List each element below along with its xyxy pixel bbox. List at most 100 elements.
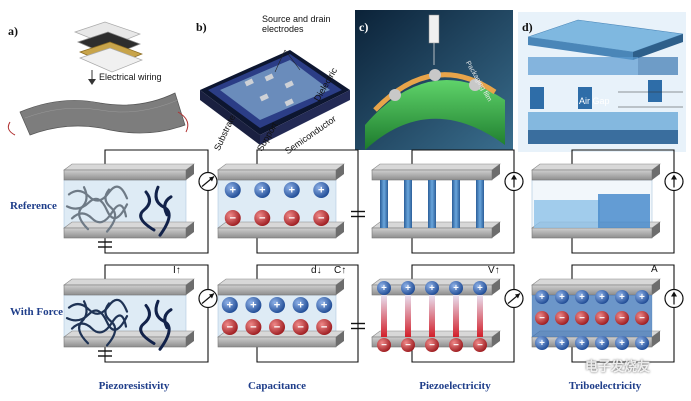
capacitance-with-force-circuit-wire: [256, 264, 359, 363]
watermark: 电子发烧友: [585, 360, 651, 375]
triboelectricity-reference-dielectric-block: [534, 200, 600, 228]
svg-text:−: −: [477, 340, 483, 351]
svg-text:−: −: [259, 213, 266, 225]
svg-text:−: −: [453, 340, 459, 351]
piezoresistivity-reference-top-plate: [63, 163, 195, 181]
svg-text:−: −: [579, 313, 585, 324]
piezoelectricity-reference-top-plate: [371, 163, 501, 181]
capacitance-with-force-positive-charge: +: [269, 297, 285, 313]
triboelectricity-with-force-ammeter-icon: [664, 288, 684, 309]
piezoresistivity-reference-circuit-wire: [104, 149, 209, 254]
triboelectricity-with-force-positive-charge: +: [615, 290, 629, 304]
triboelectricity-reference-top-plate: [531, 163, 661, 181]
piezoelectricity-with-force-negative-charge: −: [377, 338, 391, 352]
capacitance-with-force-positive-charge: +: [316, 297, 333, 313]
triboelectricity-with-force-negative-charge: −: [595, 311, 609, 325]
svg-text:−: −: [559, 313, 565, 324]
svg-text:+: +: [259, 185, 266, 197]
svg-text:−: −: [619, 313, 625, 324]
triboelectricity-with-force-positive-charge: +: [595, 336, 609, 350]
piezoelectricity-reference-piezo-pillar: [476, 180, 484, 228]
capacitance-with-force-negative-charge: −: [292, 319, 309, 335]
piezoresistivity-reference-conductive-network: [65, 185, 173, 237]
capacitance-with-force-positive-charge: +: [221, 297, 238, 313]
piezoelectricity-with-force-piezo-pillar: [453, 295, 459, 337]
piezoelectricity-with-force-voltmeter-icon: [504, 288, 524, 309]
triboelectricity-reference-dielectric-block: [598, 194, 650, 228]
svg-text:+: +: [250, 300, 257, 312]
panel-b-figure: [200, 49, 350, 145]
capacitance-with-force-negative-charge: −: [269, 319, 285, 335]
triboelectricity-reference-ammeter-icon: [664, 171, 684, 192]
svg-text:+: +: [453, 283, 459, 294]
svg-text:−: −: [381, 340, 387, 351]
distance-annotation: d↓: [311, 265, 322, 276]
svg-text:−: −: [274, 322, 281, 334]
triboelectricity-with-force-negative-charge: −: [555, 311, 569, 325]
piezoelectricity-with-force-piezo-pillar: [429, 295, 435, 337]
capacitance-reference-negative-charge: −: [283, 210, 300, 226]
piezoelectricity-with-force-positive-charge: +: [401, 281, 415, 295]
svg-text:+: +: [639, 292, 645, 303]
row-label-reference: Reference: [10, 200, 57, 212]
capacitance-reference-bottom-plate: [217, 221, 345, 239]
capacitance-reference-positive-charge: +: [254, 182, 271, 198]
triboelectricity-with-force-negative-charge: −: [535, 311, 549, 325]
column-label-piezoresistivity: Piezoresistivity: [98, 380, 170, 392]
svg-text:−: −: [405, 340, 411, 351]
svg-text:+: +: [539, 292, 545, 303]
svg-text:−: −: [429, 340, 435, 351]
piezoelectricity-reference-circuit-wire: [411, 149, 515, 254]
svg-text:−: −: [229, 213, 236, 225]
capacitance-reference-negative-charge: −: [313, 210, 330, 226]
panel-a-figure: [7, 21, 189, 136]
current-annotation: I↑: [173, 265, 181, 276]
svg-text:+: +: [559, 338, 565, 349]
triboelectricity-with-force-negative-charge: −: [615, 311, 629, 325]
capacitance-reference-positive-charge: +: [313, 182, 330, 198]
capacitance-with-force-capacitor-symbol: [351, 322, 365, 330]
triboelectricity-reference-circuit-wire: [571, 149, 675, 254]
panel-d-label: d): [522, 20, 533, 34]
source-drain-label: Source and drain electrodes: [262, 14, 331, 34]
capacitance-annotation: C↑: [334, 265, 347, 276]
svg-text:+: +: [318, 185, 325, 197]
svg-text:+: +: [599, 292, 605, 303]
svg-text:+: +: [288, 185, 295, 197]
capacitance-with-force-negative-charge: −: [316, 319, 333, 335]
air-gap-label: Air Gap: [579, 96, 610, 106]
svg-text:+: +: [559, 292, 565, 303]
capacitance-with-force-negative-charge: −: [221, 319, 238, 335]
piezoelectricity-with-force-positive-charge: +: [377, 281, 391, 295]
capacitance-reference-negative-charge: −: [224, 210, 241, 226]
triboelectricity-with-force-positive-charge: +: [575, 336, 589, 350]
piezoresistivity-reference-source-symbol: [98, 241, 112, 248]
piezoelectricity-with-force-piezo-pillar: [381, 295, 387, 337]
triboelectricity-with-force-negative-charge: −: [575, 311, 589, 325]
capacitance-with-force-negative-charge: −: [245, 319, 262, 335]
svg-text:+: +: [619, 338, 625, 349]
svg-text:−: −: [639, 313, 645, 324]
panel-c-label: c): [359, 20, 369, 34]
svg-text:+: +: [639, 338, 645, 349]
piezoelectricity-reference-piezo-pillar: [404, 180, 412, 228]
svg-text:+: +: [599, 338, 605, 349]
triboelectricity-with-force-positive-charge: +: [615, 336, 629, 350]
piezoelectricity-reference-piezo-pillar: [380, 180, 388, 228]
column-label-piezoelectricity: Piezoelectricity: [419, 380, 491, 392]
piezoelectricity-with-force-positive-charge: +: [425, 281, 439, 295]
svg-text:+: +: [381, 283, 387, 294]
svg-text:+: +: [579, 292, 585, 303]
capacitance-reference-top-plate: [217, 163, 345, 181]
piezoelectricity-reference-piezo-pillar: [428, 180, 436, 228]
piezoresistivity-reference-bottom-plate: [63, 221, 195, 239]
piezoresistivity-with-force-top-plate: [63, 278, 195, 296]
capacitance-reference-negative-charge: −: [254, 210, 271, 226]
svg-text:−: −: [250, 322, 257, 334]
piezoelectricity-with-force-positive-charge: +: [449, 281, 463, 295]
capacitance-reference-capacitor-symbol: [351, 210, 365, 218]
panel-d-figure: [518, 12, 686, 152]
piezoresistivity-with-force-source-symbol: [98, 350, 112, 357]
electrical-wiring-label: Electrical wiring: [99, 72, 162, 82]
svg-text:+: +: [477, 283, 483, 294]
